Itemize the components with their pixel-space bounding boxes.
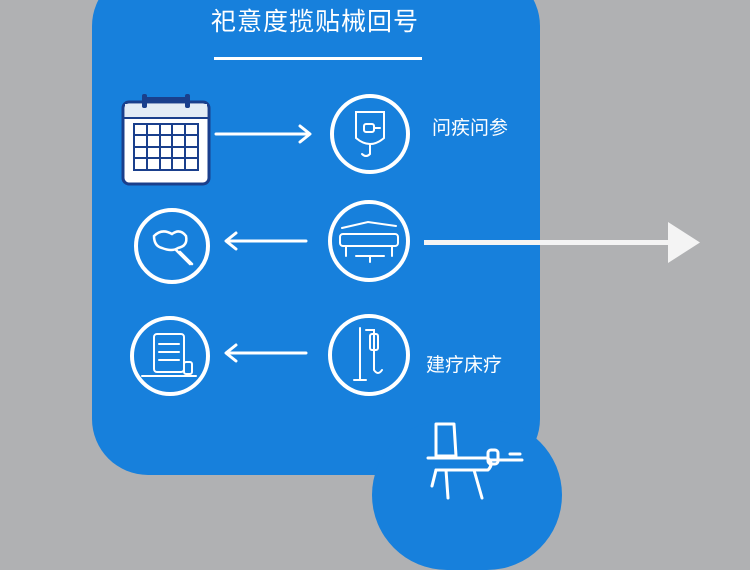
hospital-bed-icon — [328, 200, 410, 282]
arrow-iv-to-clipboard — [224, 343, 308, 363]
iv-pole-icon — [328, 314, 410, 396]
clipboard-icon — [130, 316, 210, 396]
label-top-right: 问疾问参 — [432, 117, 509, 139]
label-bottom-right: 建疗床疗 — [426, 354, 503, 376]
wheelchair-icon — [426, 422, 524, 500]
title-underline — [214, 57, 422, 60]
arrow-calendar-to-drip — [214, 124, 312, 144]
flow-arrows — [214, 124, 700, 363]
diagram-title: 祀意度揽贴械回号 — [210, 7, 419, 36]
iv-drip-icon — [330, 94, 410, 174]
calendar-icon — [121, 94, 211, 186]
arrow-bed-to-search — [224, 231, 308, 251]
magnifier-icon — [134, 208, 210, 284]
arrow-bed-to-outside — [424, 222, 700, 263]
